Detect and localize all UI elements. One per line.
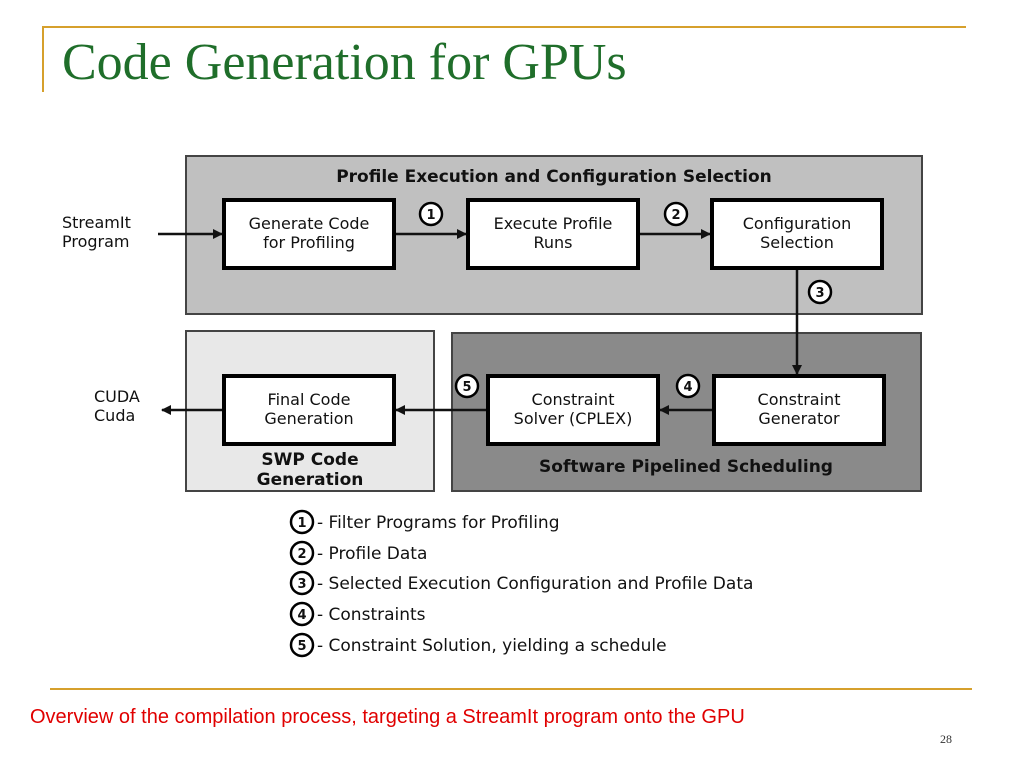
input-label-line2: Program <box>62 232 130 251</box>
slide-caption: Overview of the compilation process, tar… <box>30 706 745 728</box>
legend-item-1: 1 - Filter Programs for Profiling <box>289 509 560 535</box>
svg-text:Generate Code: Generate Code <box>249 214 370 233</box>
node-final-code-generation: Final Code Generation <box>222 374 396 446</box>
node-configuration-selection: Configuration Selection <box>710 198 884 270</box>
svg-text:- Filter Programs for Profilin: - Filter Programs for Profiling <box>317 513 560 533</box>
svg-text:Generator: Generator <box>758 409 840 428</box>
svg-text:- Constraint Solution, yieldin: - Constraint Solution, yielding a schedu… <box>317 636 667 656</box>
swp-panel-title-line1: SWP Code <box>261 450 358 470</box>
title-frame-top-rule <box>42 26 966 28</box>
svg-text:Solver (CPLEX): Solver (CPLEX) <box>514 409 633 428</box>
svg-text:Final Code: Final Code <box>268 390 351 409</box>
svg-text:4: 4 <box>297 608 306 623</box>
svg-text:Constraint: Constraint <box>758 390 841 409</box>
svg-text:4: 4 <box>683 380 692 395</box>
swp-panel-title-line2: Generation <box>257 470 364 490</box>
footer-rule <box>50 688 972 690</box>
scheduling-panel-title: Software Pipelined Scheduling <box>539 457 833 477</box>
svg-text:5: 5 <box>462 380 471 395</box>
svg-text:5: 5 <box>297 639 306 654</box>
slide-title: Code Generation for GPUs <box>62 34 627 91</box>
svg-text:3: 3 <box>815 286 824 301</box>
svg-text:Configuration: Configuration <box>743 214 852 233</box>
svg-text:Execute Profile: Execute Profile <box>494 214 613 233</box>
legend-item-2: 2 - Profile Data <box>289 540 427 566</box>
profile-execution-panel-title: Profile Execution and Configuration Sele… <box>336 167 772 187</box>
svg-text:1: 1 <box>297 516 306 531</box>
svg-text:- Profile Data: - Profile Data <box>317 544 427 564</box>
svg-text:- Constraints: - Constraints <box>317 605 426 625</box>
step-marker-5: 5 <box>454 373 480 399</box>
node-constraint-generator: Constraint Generator <box>712 374 886 446</box>
svg-text:Runs: Runs <box>533 233 572 252</box>
svg-text:for Profiling: for Profiling <box>263 233 355 252</box>
svg-text:Generation: Generation <box>264 409 353 428</box>
legend-item-3: 3 - Selected Execution Configuration and… <box>289 570 753 596</box>
output-label-line2: Cuda <box>94 406 135 425</box>
node-execute-profile-runs: Execute Profile Runs <box>466 198 640 270</box>
legend: 1 - Filter Programs for Profiling 2 - Pr… <box>289 509 753 658</box>
node-generate-code: Generate Code for Profiling <box>222 198 396 270</box>
svg-text:3: 3 <box>297 577 306 592</box>
step-marker-4: 4 <box>675 373 701 399</box>
output-label-line1: CUDA <box>94 387 140 406</box>
input-label-line1: StreamIt <box>62 213 131 232</box>
title-frame-left-rule <box>42 26 44 92</box>
step-marker-3: 3 <box>807 279 833 305</box>
page-number: 28 <box>940 732 952 746</box>
legend-item-4: 4 - Constraints <box>289 601 426 627</box>
svg-text:2: 2 <box>671 208 680 223</box>
svg-text:- Selected Execution Configura: - Selected Execution Configuration and P… <box>317 574 753 594</box>
compilation-flow-diagram: Profile Execution and Configuration Sele… <box>62 155 923 658</box>
svg-text:Constraint: Constraint <box>532 390 615 409</box>
svg-text:1: 1 <box>426 208 435 223</box>
legend-item-5: 5 - Constraint Solution, yielding a sche… <box>289 632 667 658</box>
svg-text:2: 2 <box>297 547 306 562</box>
step-marker-2: 2 <box>663 201 689 227</box>
step-marker-1: 1 <box>418 201 444 227</box>
node-constraint-solver: Constraint Solver (CPLEX) <box>486 374 660 446</box>
svg-text:Selection: Selection <box>760 233 834 252</box>
